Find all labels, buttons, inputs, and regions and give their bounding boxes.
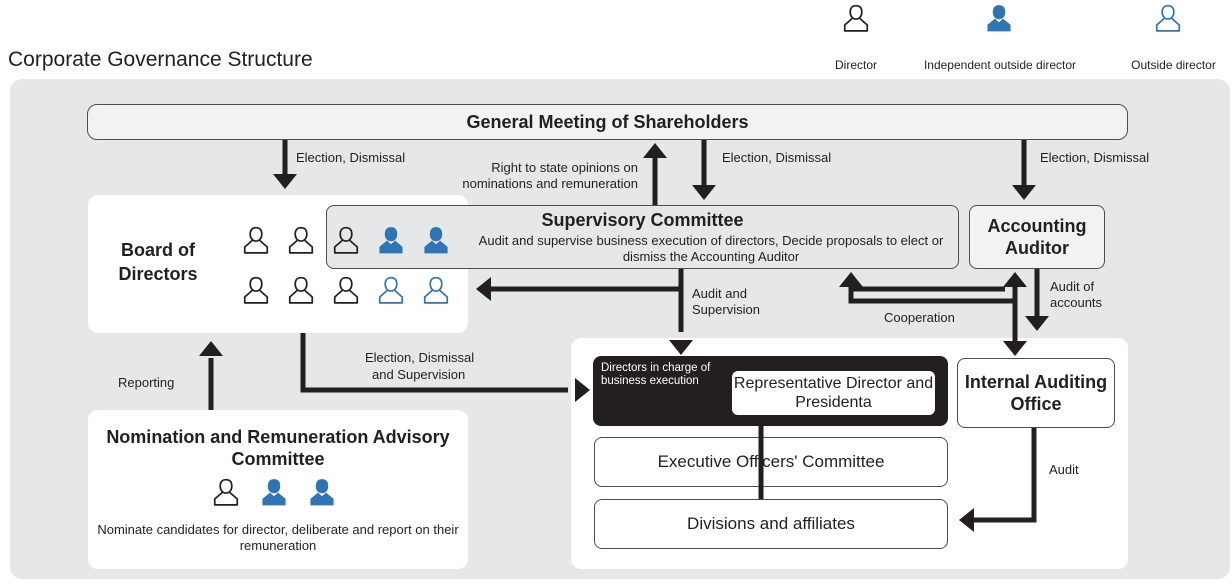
page-title: Corporate Governance Structure [8, 48, 313, 71]
independent-director-icon [262, 479, 286, 506]
label-right-to-state-1: Right to state opinions on [491, 160, 638, 175]
label-reporting: Reporting [118, 375, 175, 390]
arrowhead-cooperation-aa [1003, 272, 1027, 287]
arrowhead-right-to-state [643, 143, 667, 158]
label-election-exec-2: and Supervision [372, 367, 466, 382]
legend-director-label: Director [834, 58, 877, 72]
executive-officers-committee-box: Executive Officers' Committee [594, 437, 948, 487]
label-election-board: Election, Dismissal [296, 150, 406, 165]
nomination-committee-title: Nomination and Remuneration Advisory Com… [106, 427, 450, 469]
arrowhead-audit-divisions [959, 508, 974, 532]
arrowhead-election-exec [575, 378, 590, 402]
nomination-committee-description: Nominate candidates for director, delibe… [97, 522, 459, 553]
arrow-election-exec [300, 333, 568, 393]
director-icon [213, 478, 239, 506]
label-audit-supervision-1: Audit and [692, 286, 747, 301]
legend-independent-label: Independent outside director [923, 58, 1077, 72]
divisions-affiliates-box: Divisions and affiliates [594, 499, 948, 549]
arrowhead-audit-of-accounts [1025, 316, 1049, 331]
director-icon [333, 276, 359, 304]
arrow-audit-divisions [972, 428, 1037, 523]
arrowhead-election-board [273, 174, 297, 189]
label-election-aa: Election, Dismissal [1040, 150, 1150, 165]
legend-outside-label: Outside director [1131, 58, 1216, 72]
board-of-directors-title: Board of Directors [118, 240, 198, 284]
label-right-to-state-2: nominations and remuneration [462, 176, 638, 191]
label-election-sc: Election, Dismissal [722, 150, 832, 165]
director-icon [243, 226, 269, 254]
arrowhead-audit-to-board [476, 277, 491, 301]
label-audit-supervision-2: Supervision [692, 302, 760, 317]
line-cooperation-path [848, 285, 1015, 304]
arrowhead-election-sc [692, 185, 716, 200]
internal-auditing-office-box: Internal Auditing Office [957, 358, 1115, 428]
representative-director-box: Representative Director and Presidenta [732, 371, 935, 415]
arrowhead-cooperation-iao [1003, 341, 1027, 356]
director-icon [333, 226, 359, 254]
outside-director-icon [423, 276, 449, 304]
label-audit-of-accounts-1: Audit of [1050, 279, 1095, 294]
independent-director-icon [310, 479, 334, 506]
label-audit-of-accounts-2: accounts [1050, 295, 1103, 310]
accounting-auditor-box: Accounting Auditor [969, 205, 1105, 269]
director-icon [288, 226, 314, 254]
board-members [243, 226, 449, 304]
supervisory-committee-title: Supervisory Committee [541, 210, 744, 230]
outside-director-icon [378, 276, 404, 304]
independent-director-icon [424, 227, 448, 254]
supervisory-committee-description: Audit and supervise business execution o… [478, 233, 944, 264]
independent-director-icon [379, 227, 403, 254]
label-cooperation: Cooperation [884, 310, 955, 325]
nomination-committee-members [213, 478, 334, 506]
arrowhead-cooperation-up [839, 272, 863, 287]
label-election-exec-1: Election, Dismissal [365, 350, 475, 365]
arrowhead-election-aa [1012, 185, 1036, 200]
arrowhead-reporting [199, 341, 223, 356]
label-audit: Audit [1049, 462, 1079, 477]
director-icon [243, 276, 269, 304]
directors-in-charge-label: Directors in charge of business executio… [601, 362, 711, 387]
arrowhead-audit-supervision [669, 340, 693, 355]
general-meeting-box: General Meeting of Shareholders [87, 104, 1128, 140]
director-icon [288, 276, 314, 304]
